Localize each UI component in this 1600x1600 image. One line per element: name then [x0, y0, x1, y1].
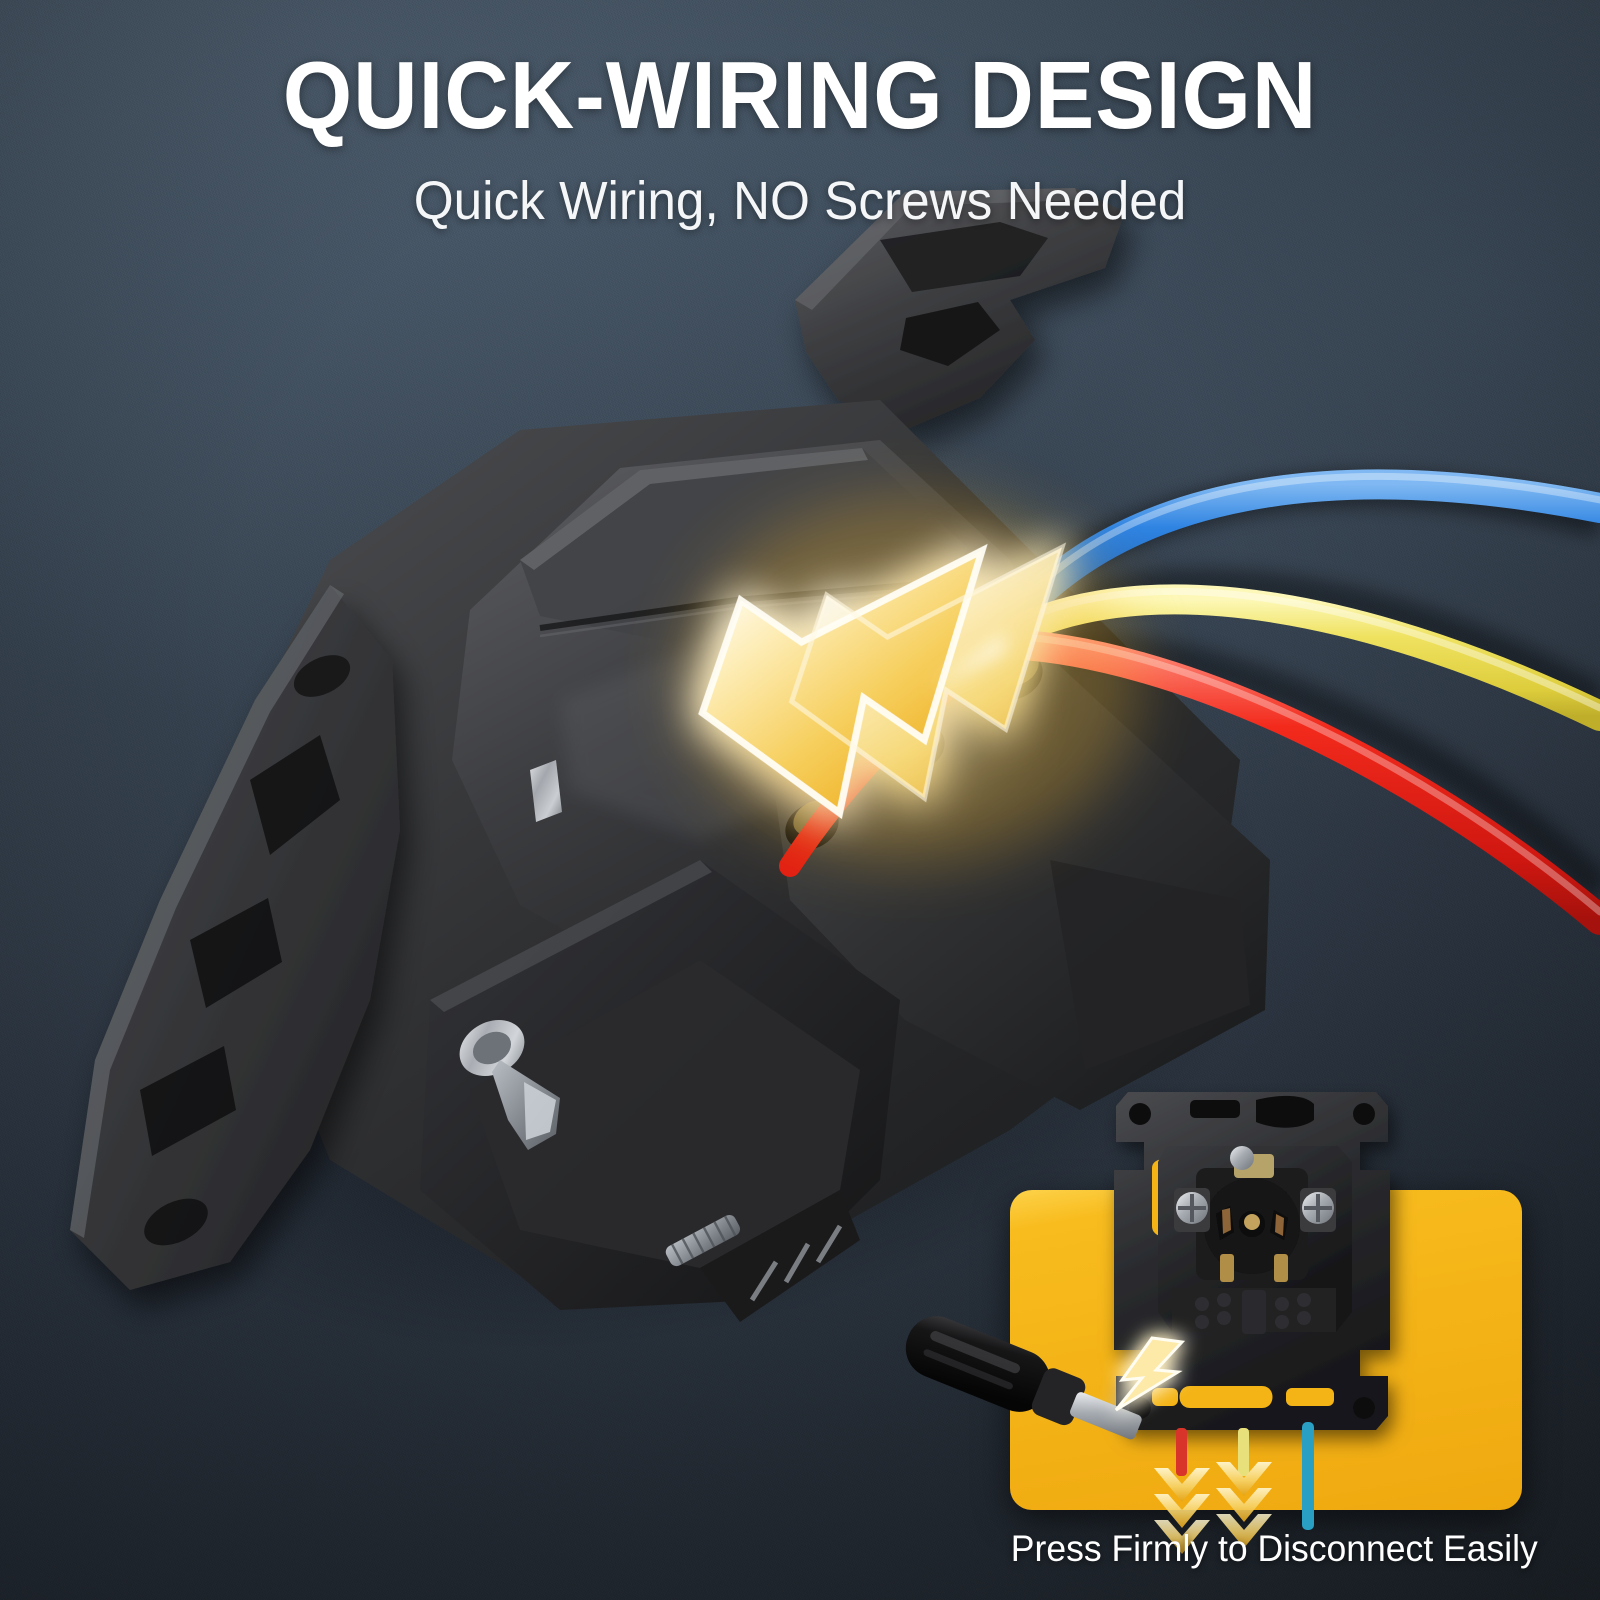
inset-yellow-wire	[1238, 1428, 1249, 1476]
inset-caption: Press Firmly to Disconnect Easily	[1010, 1528, 1538, 1569]
down-arrow-yellow	[1216, 1462, 1272, 1548]
inset-teal-wire	[1302, 1422, 1314, 1530]
inset-wire-arrows	[1154, 1422, 1314, 1554]
header-block: QUICK-WIRING DESIGN Quick Wiring, NO Scr…	[0, 48, 1600, 232]
inset-spark-icon	[1114, 1336, 1186, 1412]
page-subtitle: Quick Wiring, NO Screws Needed	[413, 171, 1187, 231]
mounting-frame-upper	[795, 188, 1125, 430]
screwdriver	[905, 1316, 1186, 1440]
metal-claw-assembly	[459, 760, 741, 1267]
inset-socket-mechanism	[1114, 1092, 1390, 1430]
page-title: QUICK-WIRING DESIGN	[282, 42, 1318, 149]
down-arrow-red	[1154, 1468, 1210, 1554]
lightning-bolt	[680, 495, 1140, 865]
earth-contact	[1230, 1146, 1274, 1178]
screw-terminal-left	[1174, 1188, 1210, 1232]
socket-base-block	[420, 860, 900, 1322]
inset-red-wire	[1176, 1428, 1187, 1476]
screw-terminal-right	[1300, 1188, 1336, 1232]
inset-illustration	[905, 1092, 1390, 1554]
